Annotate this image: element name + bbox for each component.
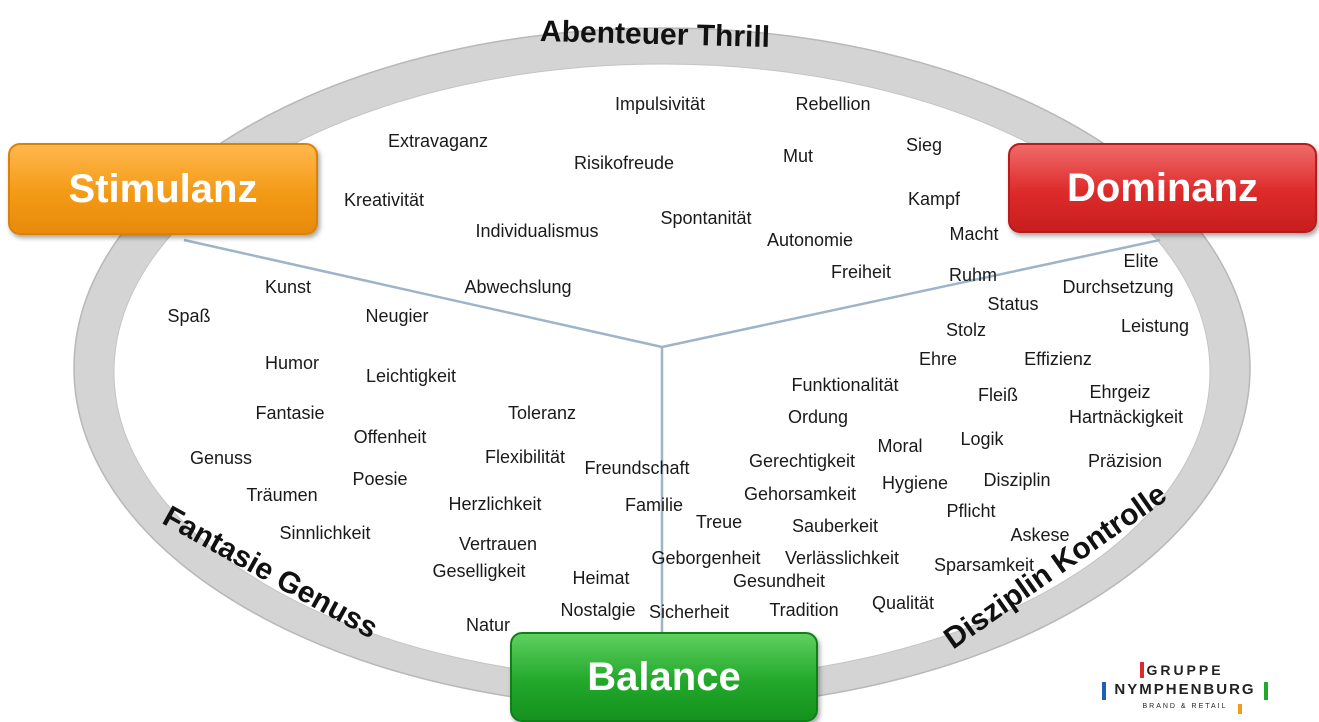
value-word: Logik <box>960 429 1004 449</box>
value-word: Kreativität <box>343 190 425 210</box>
value-word: Autonomie <box>766 230 854 250</box>
logo-bar-orange <box>1238 704 1242 714</box>
dominanz-box: Dominanz <box>1008 143 1317 233</box>
value-word: Kampf <box>907 189 961 209</box>
value-word: Disziplin <box>983 470 1051 490</box>
value-word: Freundschaft <box>584 458 690 478</box>
value-word: Präzision <box>1087 451 1163 471</box>
value-word: Impulsivität <box>614 94 706 114</box>
value-word: Individualismus <box>475 221 599 241</box>
value-word: Effizienz <box>1024 349 1092 369</box>
logo-bar-green <box>1264 682 1268 700</box>
value-word: Fleiß <box>978 385 1018 405</box>
value-word: Abwechslung <box>464 277 572 297</box>
value-word: Risikofreude <box>573 153 675 173</box>
stimulanz-box: Stimulanz <box>8 143 318 235</box>
value-word: Ruhm <box>948 265 998 285</box>
value-word: Natur <box>465 615 511 635</box>
logo-bar-red <box>1140 662 1144 678</box>
gruppe-nymphenburg-logo: GRUPPE NYMPHENBURG BRAND & RETAIL <box>1100 662 1270 714</box>
stimulanz-label: Stimulanz <box>68 166 258 211</box>
value-word: Sieg <box>905 135 943 155</box>
value-word: Qualität <box>871 593 935 613</box>
balance-box: Balance <box>510 632 818 722</box>
value-word: Genuss <box>189 448 253 468</box>
ring-label-top: Abenteuer Thrill <box>539 14 771 55</box>
value-word: Spaß <box>167 306 211 326</box>
value-word: Geselligkeit <box>432 561 526 581</box>
value-word: Gerechtigkeit <box>748 451 856 471</box>
value-word: Gehorsamkeit <box>743 484 857 504</box>
value-word: Ordung <box>787 407 849 427</box>
value-word: Ehrgeiz <box>1089 382 1151 402</box>
value-word: Sicherheit <box>648 602 730 622</box>
value-word: Tradition <box>769 600 839 620</box>
value-word: Spontanität <box>660 208 752 228</box>
value-word: Durchsetzung <box>1062 277 1174 297</box>
logo-line-3: BRAND & RETAIL <box>1142 703 1228 710</box>
value-word: Offenheit <box>353 427 427 447</box>
value-word: Heimat <box>572 568 630 588</box>
value-word: Familie <box>624 495 684 515</box>
value-word: Herzlichkeit <box>448 494 542 514</box>
value-word: Freiheit <box>830 262 892 282</box>
value-word: Leichtigkeit <box>365 366 457 386</box>
value-word: Moral <box>877 436 923 456</box>
value-word: Hartnäckigkeit <box>1068 407 1184 427</box>
value-word: Sinnlichkeit <box>279 523 371 543</box>
divider-left <box>183 238 663 349</box>
value-word: Sauberkeit <box>791 516 879 536</box>
divider-right <box>661 238 1161 349</box>
value-word: Neugier <box>365 306 429 326</box>
value-word: Askese <box>1010 525 1070 545</box>
value-word: Treue <box>695 512 743 532</box>
value-word: Vertrauen <box>458 534 538 554</box>
value-word: Extravaganz <box>387 131 489 151</box>
logo-line-1: GRUPPE <box>1146 662 1224 678</box>
value-word: Ehre <box>918 349 958 369</box>
value-word: Status <box>987 294 1039 314</box>
value-word: Funktionalität <box>791 375 899 395</box>
value-word: Kunst <box>264 277 312 297</box>
value-word: Humor <box>264 353 320 373</box>
value-word: Träumen <box>246 485 318 505</box>
value-word: Macht <box>949 224 999 244</box>
value-word: Toleranz <box>507 403 577 423</box>
value-word: Pflicht <box>946 501 996 521</box>
value-word: Stolz <box>945 320 987 340</box>
value-word: Sparsamkeit <box>933 555 1035 575</box>
value-word: Mut <box>782 146 814 166</box>
value-word: Hygiene <box>881 473 949 493</box>
value-word: Nostalgie <box>560 600 636 620</box>
value-word: Poesie <box>352 469 408 489</box>
logo-bar-blue <box>1102 682 1106 700</box>
value-word: Elite <box>1123 251 1159 271</box>
value-word: Leistung <box>1120 316 1190 336</box>
value-word: Geborgenheit <box>651 548 761 568</box>
value-word: Gesundheit <box>732 571 826 591</box>
balance-label: Balance <box>587 654 741 699</box>
value-word: Verlässlichkeit <box>784 548 900 568</box>
dominanz-label: Dominanz <box>1066 165 1259 210</box>
value-word: Fantasie <box>255 403 325 423</box>
value-word: Rebellion <box>795 94 871 114</box>
logo-line-2: NYMPHENBURG <box>1114 681 1256 698</box>
value-word: Flexibilität <box>484 447 566 467</box>
